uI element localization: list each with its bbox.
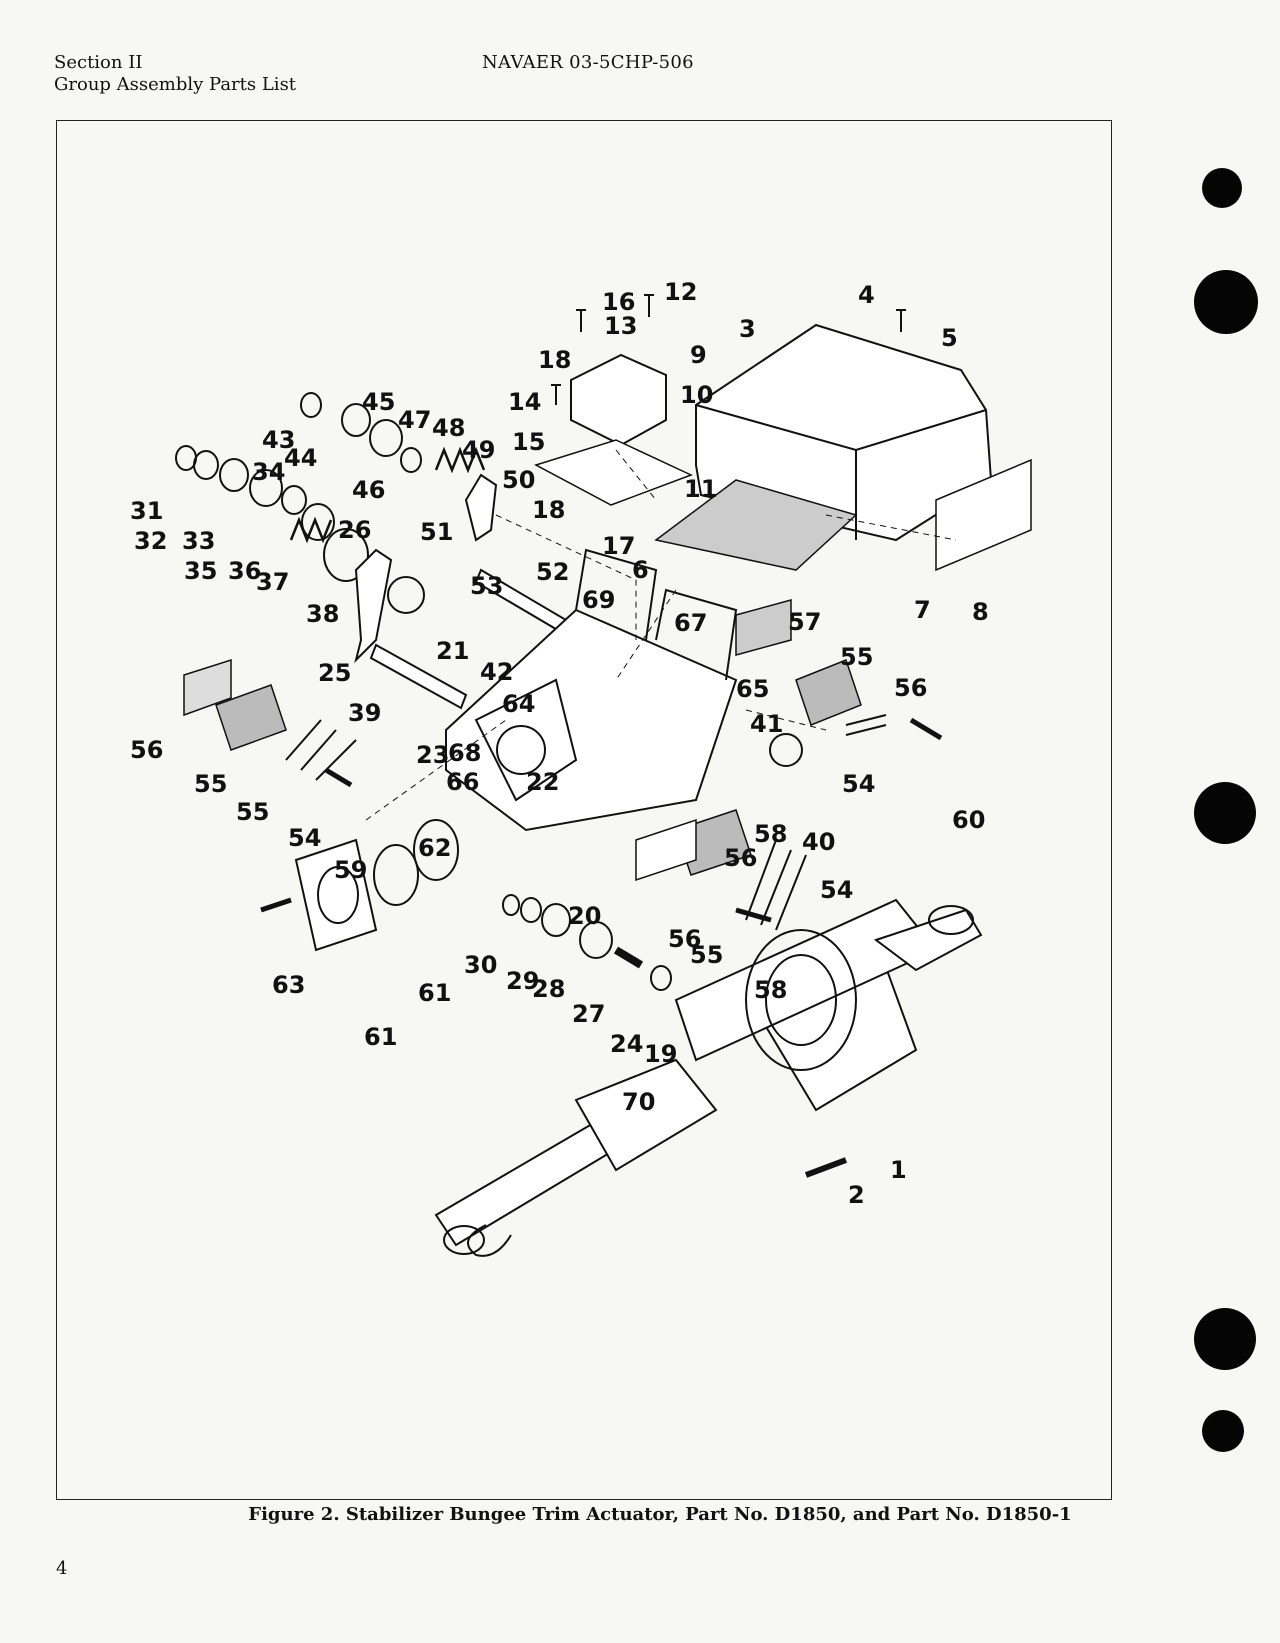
callout-64: 62 [418,834,451,862]
binder-hole-3 [1194,782,1256,844]
callout-21: 21 [436,637,469,665]
callout-50: 50 [502,466,535,494]
callout-63: 61 [418,979,451,1007]
binder-hole-2 [1194,270,1258,334]
callout-56b: 56 [894,674,927,702]
callout-40: 40 [802,828,835,856]
callout-58b: 57 [788,608,821,636]
callout-2: 2 [848,1181,865,1209]
callout-33: 33 [182,527,215,555]
callout-70: 68 [448,739,481,767]
callout-65: 63 [272,971,305,999]
callout-56a: 55 [194,770,227,798]
callout-58a: 56 [130,736,163,764]
callout-34: 34 [252,458,285,486]
binder-hole-1 [1202,168,1242,208]
callout-43: 43 [262,426,295,454]
callout-19: 19 [644,1040,677,1068]
callout-44: 44 [284,444,317,472]
callout-62: 61 [364,1023,397,1051]
callout-20: 20 [568,902,601,930]
callout-51: 51 [420,518,453,546]
callout-23: 23 [416,741,449,769]
callout-69: 67 [674,609,707,637]
figure-caption: Figure 2. Stabilizer Bungee Trim Actuato… [248,1504,1072,1525]
callout-60: 58 [754,976,787,1004]
callout-68: 66 [446,768,479,796]
callout-27: 27 [572,1000,605,1028]
callout-67: 65 [736,675,769,703]
callout-13: 13 [604,312,637,340]
callout-38: 38 [306,600,339,628]
callout-17: 17 [602,532,635,560]
callout-31: 31 [130,497,163,525]
callout-56c: 56 [724,844,757,872]
callout-24: 24 [610,1030,643,1058]
figure-frame [56,120,1112,1500]
callout-18a: 18 [538,346,571,374]
callout-9: 9 [690,341,707,369]
callout-53: 53 [470,572,503,600]
callout-59: 58 [754,820,787,848]
callout-10: 10 [680,381,713,409]
section-label: Section II [54,52,143,73]
binder-hole-4 [1194,1308,1256,1370]
callout-12: 12 [664,278,697,306]
callout-47: 47 [398,406,431,434]
binder-hole-5 [1202,1410,1244,1452]
callout-42: 42 [480,658,513,686]
callout-26: 26 [338,516,371,544]
callout-66: 64 [502,690,535,718]
callout-57: 56 [668,925,701,953]
callout-29: 29 [506,967,539,995]
callout-46: 46 [352,476,385,504]
callout-30: 30 [464,951,497,979]
callout-7: 7 [914,596,931,624]
callout-32: 32 [134,527,167,555]
callout-15: 15 [512,428,545,456]
callout-48: 48 [432,414,465,442]
callout-72: 70 [622,1088,655,1116]
callout-22: 22 [526,768,559,796]
callout-25: 25 [318,659,351,687]
callout-5: 5 [941,324,958,352]
callout-49: 49 [462,436,495,464]
page-number: 4 [56,1558,68,1579]
callout-11: 11 [684,475,717,503]
callout-1: 1 [890,1156,907,1184]
callout-36: 36 [228,557,261,585]
callout-55a: 55 [236,798,269,826]
callout-71: 69 [582,586,615,614]
header-left: Section II Group Assembly Parts List [54,52,296,96]
callout-54a: 54 [288,824,321,852]
callout-61a: 59 [334,856,367,884]
callout-6: 6 [632,556,649,584]
callout-52: 52 [536,558,569,586]
callout-55c: 55 [690,941,723,969]
callout-16: 16 [602,288,635,316]
callout-18b: 18 [532,496,565,524]
callout-8: 8 [972,598,989,626]
callout-45: 45 [362,388,395,416]
callout-39: 39 [348,699,381,727]
callout-35: 35 [184,557,217,585]
callout-37: 37 [256,568,289,596]
callout-54c: 54 [820,876,853,904]
callout-55b: 55 [840,643,873,671]
subsection-label: Group Assembly Parts List [54,74,297,95]
callout-41: 41 [750,710,783,738]
callout-54b: 54 [842,770,875,798]
callout-3: 3 [739,315,756,343]
callout-4: 4 [858,281,875,309]
callout-28: 28 [532,975,565,1003]
callout-61b: 60 [952,806,985,834]
exploded-view-drawing: 1 2 3 4 5 6 7 8 9 10 11 12 13 14 15 16 1… [130,278,1032,1257]
callout-14: 14 [508,388,541,416]
document-number: NAVAER 03-5CHP-506 [482,52,694,73]
